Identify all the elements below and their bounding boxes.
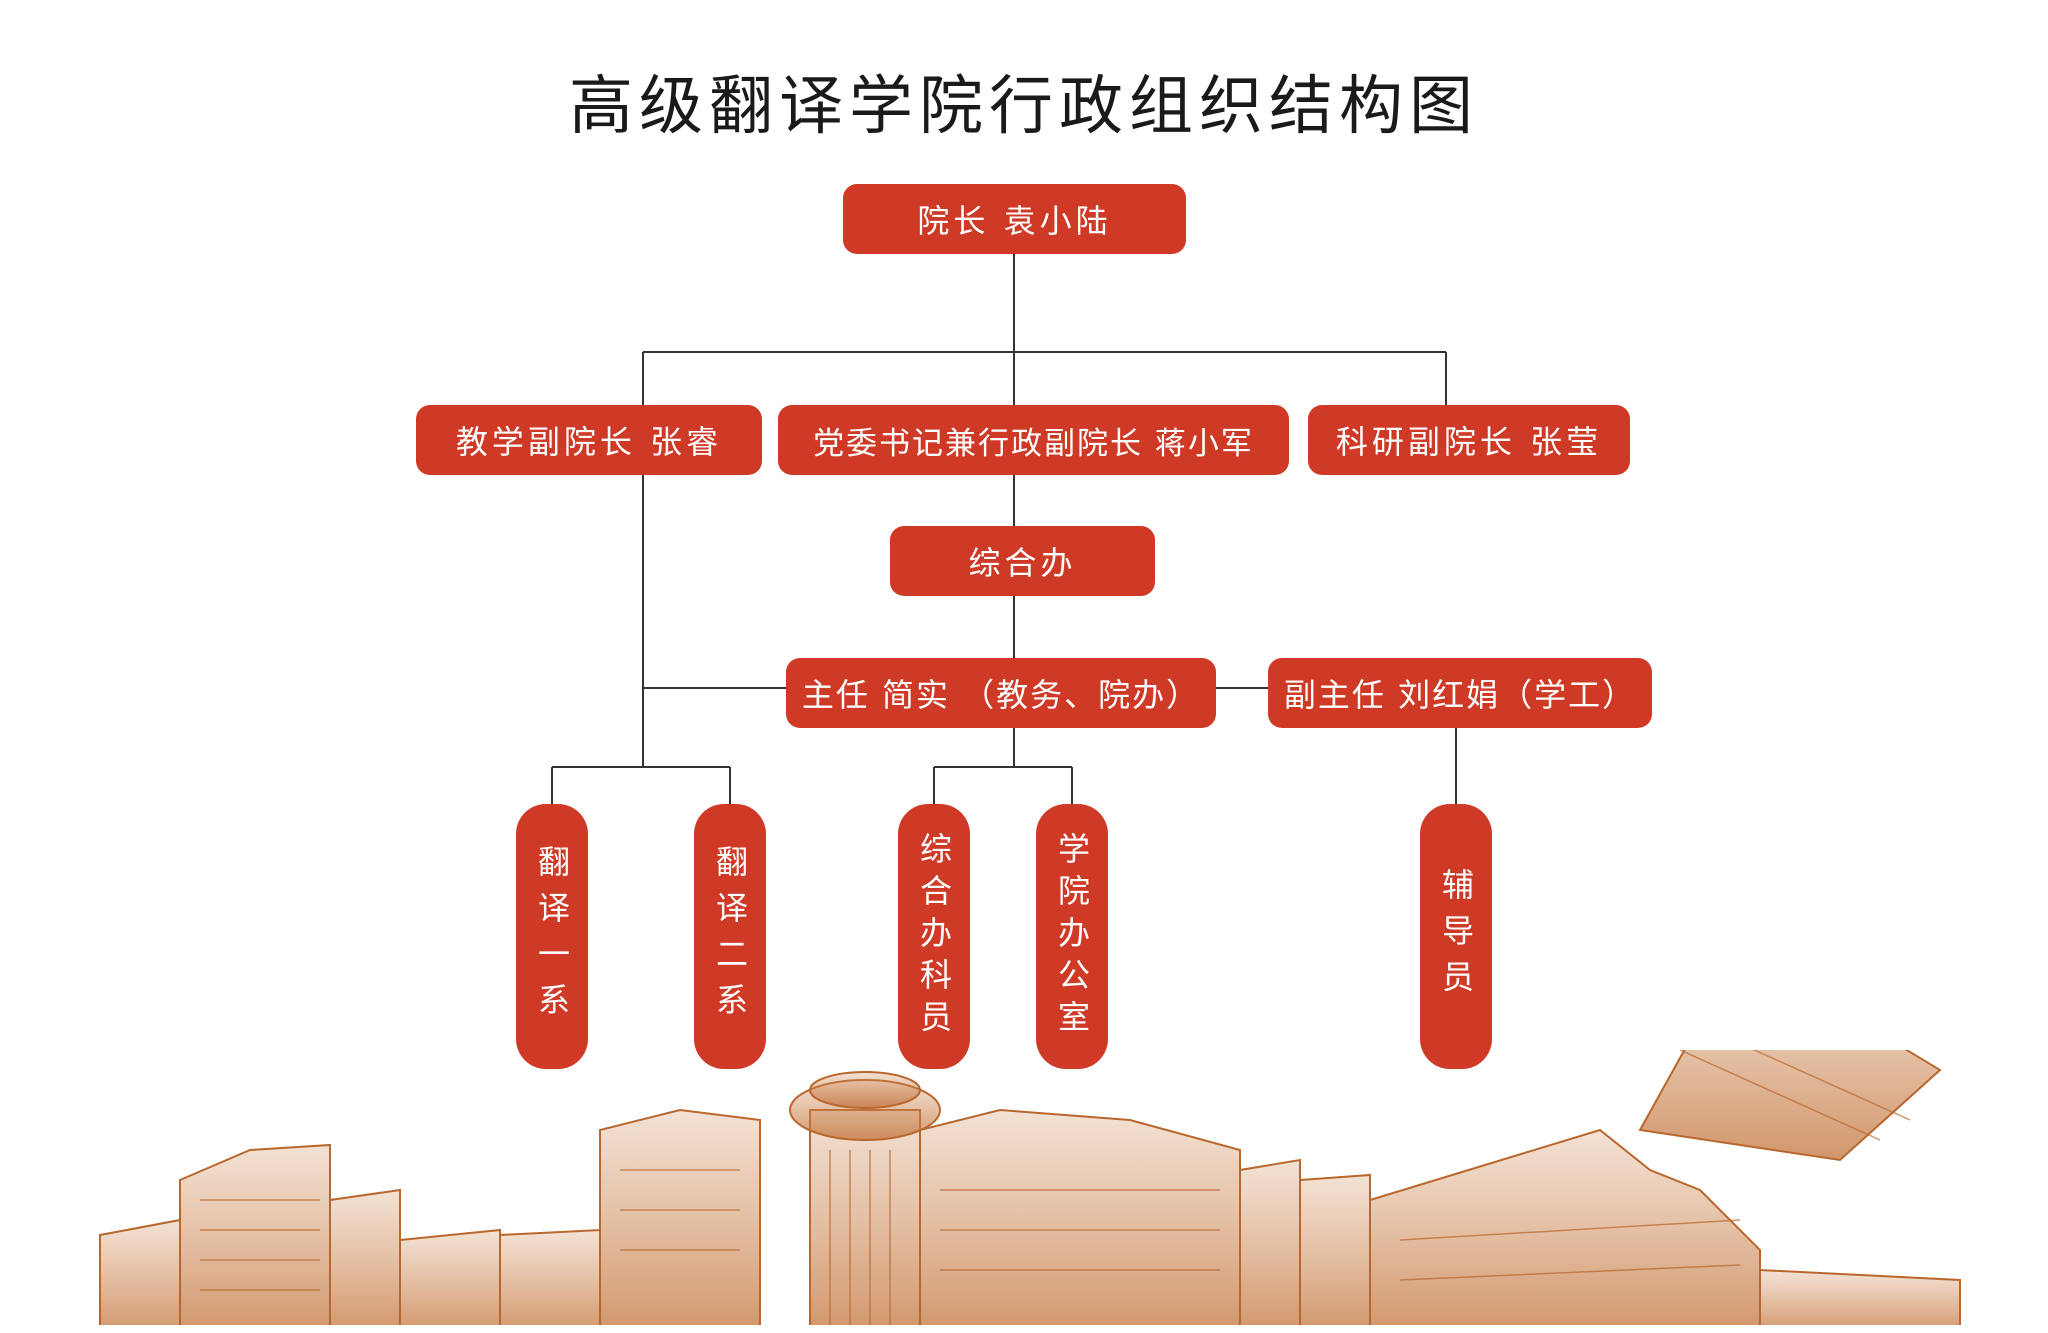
node-college-office: 学院办公室	[1036, 804, 1108, 1069]
node-vp-teaching: 教学副院长 张睿	[416, 405, 762, 475]
node-counselor-label: 辅导员	[1437, 867, 1475, 1006]
page-title: 高级翻译学院行政组织结构图	[569, 70, 1479, 144]
node-dean: 院长 袁小陆	[843, 184, 1186, 254]
node-deputy-director: 副主任 刘红娟（学工）	[1268, 658, 1652, 728]
node-office-staff: 综合办科员	[898, 804, 970, 1069]
node-office-staff-label: 综合办科员	[915, 831, 953, 1042]
node-director: 主任 简实 （教务、院办）	[786, 658, 1216, 728]
node-counselor: 辅导员	[1420, 804, 1492, 1069]
campus-sketch-illustration	[0, 1050, 2048, 1333]
node-vp-research-label: 科研副院长 张莹	[1335, 423, 1603, 461]
node-party-secretary: 党委书记兼行政副院长 蒋小军	[778, 405, 1289, 475]
node-vp-teaching-label: 教学副院长 张睿	[455, 423, 723, 461]
node-dept-2: 翻译二系	[694, 804, 766, 1069]
node-dept-1-label: 翻译一系	[533, 844, 571, 1029]
node-party-secretary-label: 党委书记兼行政副院长 蒋小军	[813, 425, 1254, 462]
node-dept-2-label: 翻译二系	[711, 844, 749, 1029]
node-dean-label: 院长 袁小陆	[917, 202, 1112, 240]
node-director-label: 主任 简实 （教务、院办）	[801, 676, 1201, 714]
node-deputy-director-label: 副主任 刘红娟（学工）	[1283, 676, 1637, 714]
node-dept-1: 翻译一系	[516, 804, 588, 1069]
node-vp-research: 科研副院长 张莹	[1308, 405, 1630, 475]
node-general-office: 综合办	[890, 526, 1155, 596]
node-college-office-label: 学院办公室	[1053, 831, 1091, 1042]
node-general-office-label: 综合办	[968, 544, 1077, 582]
